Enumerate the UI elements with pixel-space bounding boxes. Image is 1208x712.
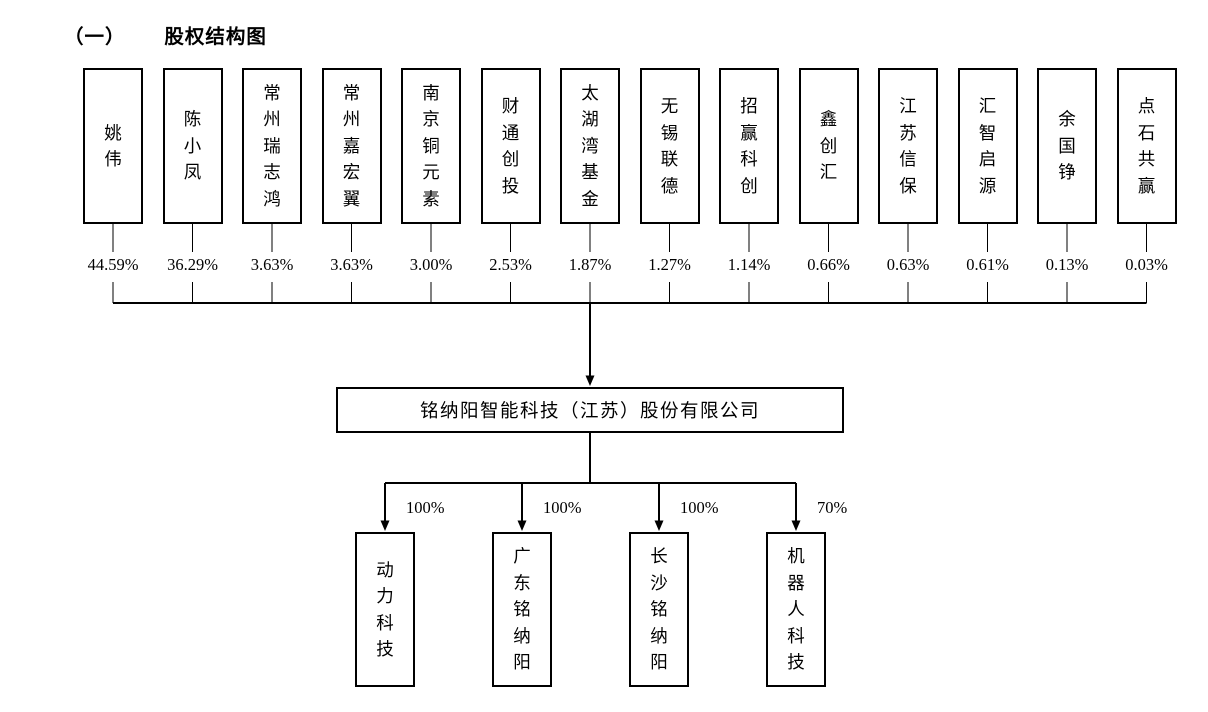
subsidiary-percent: 70% (817, 498, 848, 517)
shareholder-box: 无锡联德 (639, 68, 700, 224)
company-box: 铭纳阳智能科技（江苏）股份有限公司 (336, 387, 844, 433)
shareholder-box: 江苏信保 (878, 68, 938, 224)
shareholder-percent: 44.59% (87, 255, 139, 274)
shareholder-name: 常州瑞志鸿 (263, 82, 281, 209)
shareholder-name: 江苏信保 (899, 96, 917, 196)
subsidiary-percent: 100% (406, 498, 445, 517)
shareholder-percent: 0.13% (1045, 255, 1089, 274)
shareholder-box: 点石共赢 (1116, 68, 1177, 224)
subsidiary-box: 机器人科技 (766, 532, 826, 687)
section-index: （一） (64, 27, 126, 48)
shareholder-box: 常州瑞志鸿 (242, 68, 302, 224)
shareholder-percent: 3.63% (330, 255, 373, 274)
subsidiary-box: 长沙铭纳阳 (629, 532, 689, 687)
shareholder-box: 招赢科创 (719, 68, 779, 224)
shareholder-percent: 0.63% (886, 255, 930, 274)
shareholder-box: 常州嘉宏翼 (321, 68, 382, 224)
shareholder-name: 鑫创汇 (819, 109, 838, 183)
shareholder-percent: 1.14% (727, 255, 771, 274)
subsidiary-box: 动力科技 (355, 532, 415, 687)
shareholder-percent: 0.66% (807, 255, 850, 274)
shareholder-box: 南京铜元素 (401, 68, 461, 224)
section-title: 股权结构图 (164, 27, 267, 48)
shareholder-name: 南京铜元素 (422, 82, 440, 209)
shareholder-box: 鑫创汇 (798, 68, 859, 224)
shareholder-name: 招赢科创 (740, 96, 758, 196)
shareholder-percent: 2.53% (489, 255, 532, 274)
diagram-title: （一） 股权结构图 (64, 20, 267, 49)
shareholder-percent: 1.87% (568, 255, 612, 274)
subsidiary-name: 广东铭纳阳 (513, 546, 531, 673)
subsidiary-name: 动力科技 (376, 559, 394, 660)
shareholder-percent: 0.03% (1125, 255, 1168, 274)
shareholder-box: 余国铮 (1037, 68, 1097, 224)
shareholder-name: 汇智启源 (978, 96, 997, 196)
shareholder-name: 财通创投 (501, 96, 520, 196)
shareholder-percent: 1.27% (648, 255, 691, 274)
shareholder-name: 点石共赢 (1137, 96, 1156, 196)
shareholder-name: 太湖湾基金 (581, 82, 599, 209)
shareholder-box: 太湖湾基金 (560, 68, 620, 224)
subsidiary-name: 机器人科技 (787, 546, 805, 673)
shareholder-box: 财通创投 (480, 68, 541, 224)
shareholder-box: 陈小凤 (162, 68, 223, 224)
shareholder-name: 无锡联德 (660, 96, 679, 196)
shareholder-name: 余国铮 (1058, 109, 1076, 183)
shareholder-box: 汇智启源 (957, 68, 1018, 224)
shareholder-percent: 3.63% (250, 255, 294, 274)
subsidiary-name: 长沙铭纳阳 (650, 546, 668, 673)
shareholder-percent: 3.00% (409, 255, 453, 274)
shareholder-name: 常州嘉宏翼 (342, 82, 361, 209)
subsidiary-box: 广东铭纳阳 (492, 532, 552, 687)
shareholder-percent: 36.29% (167, 255, 218, 274)
shareholder-box: 姚伟 (83, 68, 143, 224)
company-name: 铭纳阳智能科技（江苏）股份有限公司 (419, 402, 760, 422)
shareholder-percent: 0.61% (966, 255, 1009, 274)
subsidiary-percent: 100% (680, 498, 719, 517)
shareholder-name: 陈小凤 (183, 109, 202, 183)
shareholder-name: 姚伟 (104, 122, 122, 170)
subsidiary-percent: 100% (543, 498, 582, 517)
